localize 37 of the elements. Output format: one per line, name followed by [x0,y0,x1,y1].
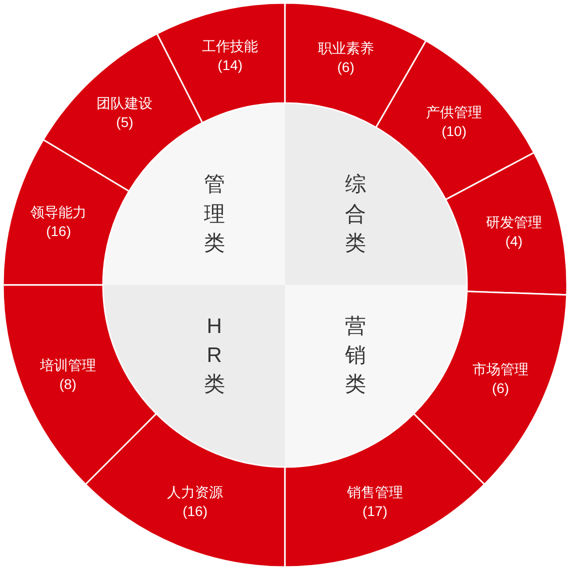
category-label: 营销类 [345,314,366,398]
ring-segment [284,2,427,128]
segment-label: 市场管理 [472,360,528,379]
segment-label: 领导能力 [30,203,87,222]
count-label: (17) [362,502,388,522]
count-label: (6) [337,58,354,77]
count-label: (5) [116,113,134,132]
count-label: (16) [182,502,208,522]
ring-segment [2,284,158,486]
quadrant [103,285,285,467]
ring-segment [444,152,568,296]
segment-label: 研发管理 [486,213,542,232]
count-label: (14) [218,56,243,76]
count-label: (10) [442,122,466,141]
segment-label: 培训管理 [40,356,96,375]
count-label: (6) [492,378,510,398]
ring-segment [284,412,486,568]
segment-label: 产供管理 [426,102,482,122]
ring-segment [412,290,568,486]
segment-label: 工作技能 [202,37,258,56]
category-label: HR类 [204,314,225,398]
ring-segment [42,32,204,192]
count-label: (16) [46,222,71,242]
ring-segment [2,139,130,286]
count-label: (8) [59,374,76,394]
segment-label: 团队建设 [96,94,153,114]
count-label: (4) [505,232,523,252]
category-label: 管理类 [204,172,225,257]
category-label: 综合类 [345,172,366,257]
quadrant [285,285,467,467]
segment-label: 职业素养 [318,39,374,58]
segment-label: 人力资源 [167,483,224,502]
quadrant [285,103,467,285]
segment-label: 销售管理 [346,483,403,502]
ring-segment [156,2,286,124]
ring-segment [375,40,535,200]
ring-segment [84,412,286,568]
